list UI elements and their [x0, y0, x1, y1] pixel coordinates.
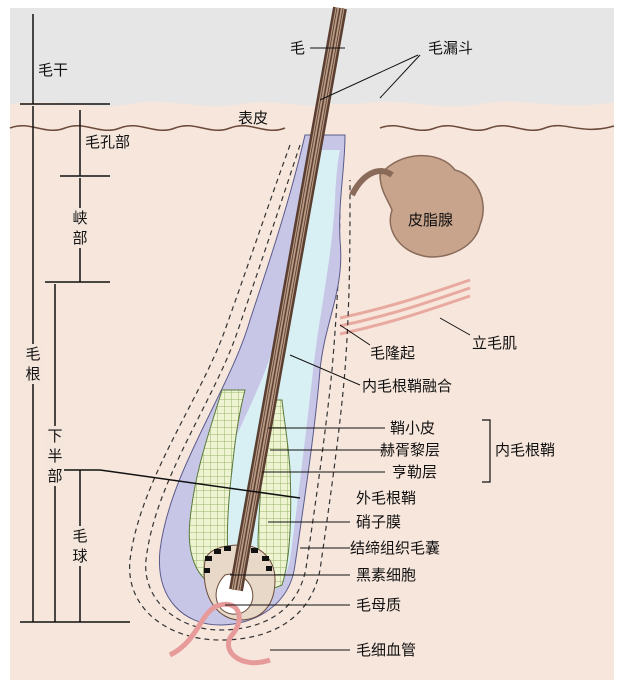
capillary — [168, 601, 271, 666]
label-hair-infundibulum: 毛漏斗 — [428, 39, 474, 57]
hair-shaft — [229, 6, 347, 592]
label-lower-segment: 下半部 — [46, 426, 64, 486]
label-outer-root-sheath: 外毛根鞘 — [356, 489, 417, 507]
melanocytes — [204, 546, 272, 573]
label-hair: 毛 — [290, 39, 306, 57]
label-hair-matrix: 毛母质 — [356, 596, 402, 614]
air-region-gray — [10, 8, 614, 108]
gland-duct — [349, 168, 394, 197]
label-capillary: 毛细血管 — [356, 641, 417, 659]
label-hair-root: 毛根 — [24, 344, 42, 384]
label-huxley-layer: 赫胥黎层 — [380, 441, 441, 459]
label-inner-sheath-fusion: 内毛根鞘融合 — [362, 377, 453, 395]
label-melanocytes: 黑素细胞 — [356, 566, 417, 584]
epidermis-wave — [9, 124, 615, 132]
label-infundibulum: 毛孔部 — [85, 133, 131, 151]
arrector-pili-muscle — [339, 278, 471, 336]
label-cuticle: 鞘小皮 — [390, 419, 436, 437]
label-connective-tissue-sheath: 结缔组织毛囊 — [350, 539, 441, 557]
label-isthmus: 峡部 — [71, 208, 89, 248]
label-sebaceous-gland: 皮脂腺 — [408, 211, 454, 229]
label-henle-layer: 亨勒层 — [392, 463, 438, 481]
label-inner-root-sheath: 内毛根鞘 — [495, 441, 556, 459]
label-hair-bulb: 毛球 — [71, 526, 89, 566]
label-arrector-pili: 立毛肌 — [472, 334, 518, 352]
glassy-membrane-outline — [145, 144, 341, 631]
label-glassy-membrane: 硝子膜 — [356, 513, 402, 531]
label-bulge: 毛隆起 — [370, 344, 416, 362]
sebaceous-gland — [379, 154, 484, 258]
label-epidermis: 表皮 — [238, 109, 269, 127]
label-hair-shaft: 毛干 — [38, 61, 69, 79]
inner-sheath-bracket — [482, 419, 491, 483]
pointer-lines — [225, 47, 471, 651]
